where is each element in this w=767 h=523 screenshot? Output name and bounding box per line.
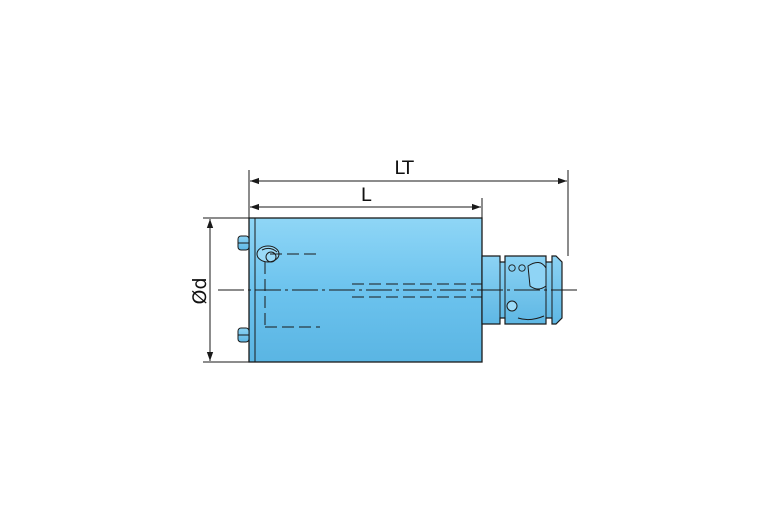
insert-screw-bottom [237, 327, 250, 343]
dimension-diameter: Ød [189, 219, 214, 361]
l-label: L [361, 184, 372, 206]
extension-lines [203, 170, 569, 363]
hidden-lines [264, 253, 520, 328]
insert-screw-top [237, 235, 250, 251]
dimension-l: L [250, 184, 481, 211]
dimension-lt: LT [250, 157, 567, 185]
diameter-label: Ød [189, 277, 211, 304]
lt-label: LT [394, 157, 414, 179]
coolant-hole [256, 245, 280, 263]
